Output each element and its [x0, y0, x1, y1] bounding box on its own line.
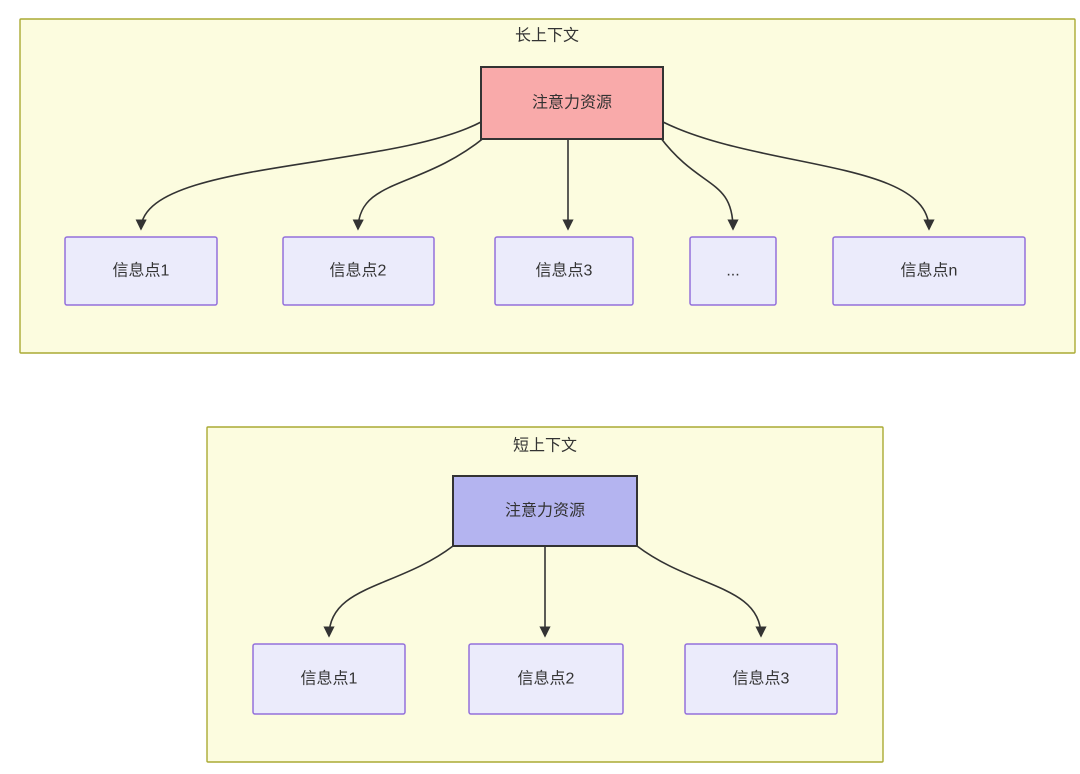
- edge-long-1: [135, 121, 482, 231]
- short-root-node: [452, 475, 638, 547]
- long-context-title: 长上下文: [515, 27, 579, 45]
- edge-short-3: [636, 545, 767, 638]
- long-node-2-label: 信息点2: [330, 262, 387, 280]
- short-node-1: [252, 643, 406, 715]
- short-node-1-label: 信息点1: [301, 670, 358, 688]
- short-node-2: [468, 643, 624, 715]
- long-node-ellipsis-label: ...: [726, 263, 739, 280]
- short-node-3-label: 信息点3: [733, 670, 790, 688]
- long-node-3: [494, 236, 634, 306]
- long-node-ellipsis: [689, 236, 777, 306]
- long-node-2: [282, 236, 435, 306]
- short-context-title: 短上下文: [513, 437, 577, 455]
- long-node-1-label: 信息点1: [113, 262, 170, 280]
- long-root-node: [480, 66, 664, 140]
- long-root-label: 注意力资源: [532, 93, 612, 112]
- short-root-label: 注意力资源: [505, 501, 585, 520]
- long-node-n: [832, 236, 1026, 306]
- long-node-n-label: 信息点n: [901, 262, 958, 280]
- edge-long-4: [659, 136, 739, 231]
- long-node-3-label: 信息点3: [536, 262, 593, 280]
- edge-short-1: [323, 545, 454, 638]
- edge-long-2: [352, 136, 486, 231]
- edge-long-5: [662, 121, 935, 231]
- short-node-2-label: 信息点2: [518, 670, 575, 688]
- long-node-1: [64, 236, 218, 306]
- short-node-3: [684, 643, 838, 715]
